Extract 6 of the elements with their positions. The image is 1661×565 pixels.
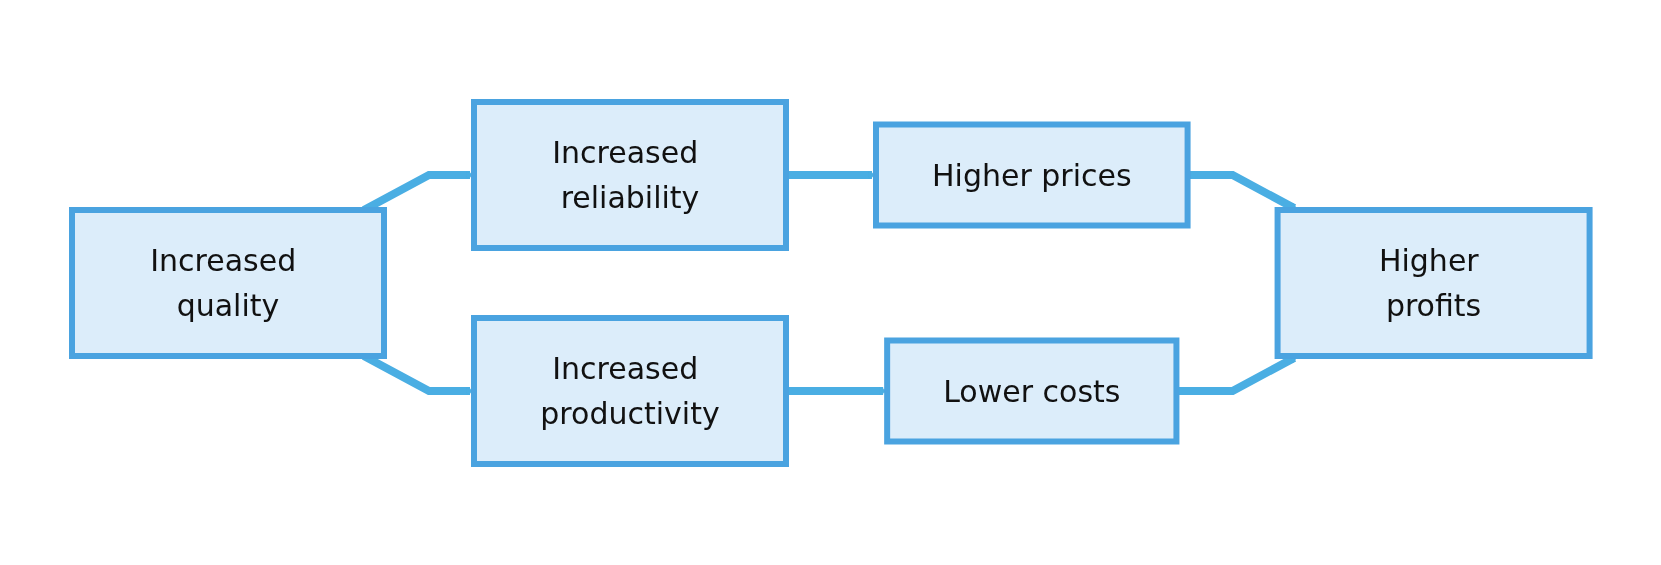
node-box: Higher prices [872, 121, 1191, 228]
node-box: Increased reliability [470, 98, 789, 251]
node-box: Higher profits [1274, 206, 1593, 359]
node-box: Lower costs [883, 337, 1180, 444]
node-box: Increased quality [68, 206, 387, 359]
node-box: Increased productivity [470, 314, 789, 467]
